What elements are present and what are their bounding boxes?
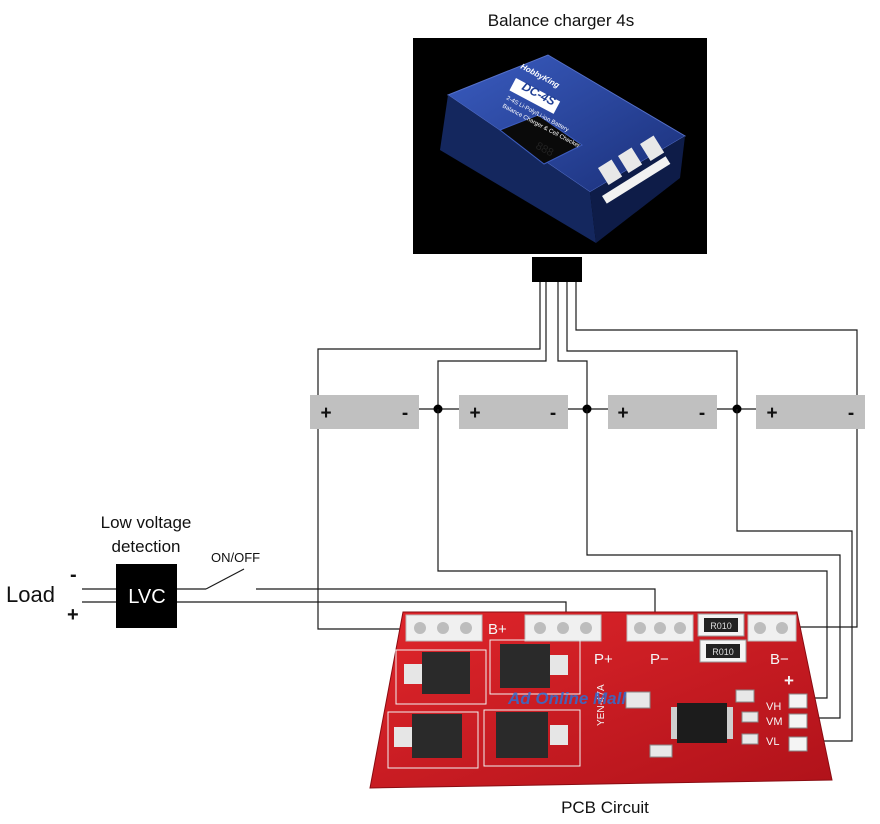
terminal-block-pminus [626, 614, 694, 642]
cell-plus: + [766, 403, 777, 424]
pcb-label-pminus: P− [650, 651, 669, 668]
pcb-wires [317, 409, 858, 742]
protection-ic [671, 703, 733, 743]
load-minus-sign: - [70, 564, 77, 586]
charger-title: Balance charger 4s [488, 11, 634, 30]
lvc-box [116, 564, 177, 628]
shunt-resistor: R010 [697, 613, 745, 637]
battery-cell: + - [608, 395, 717, 429]
lvd-label-line2: detection [112, 537, 181, 556]
shunt-resistor: R010 [699, 639, 747, 663]
pcb-caption: PCB Circuit [561, 798, 649, 817]
lvc-label: LVC [128, 586, 165, 608]
cell-plus: + [469, 403, 480, 424]
cell-minus: - [699, 403, 705, 424]
pcb-label-vl: VL [766, 736, 779, 748]
charger-photo: 888 HobbyKing DC-4S 2-4S Li-Poly/Li-ion … [413, 38, 707, 254]
pcb-board-id: YEN-47A [596, 684, 607, 726]
cell-minus: - [848, 403, 854, 424]
terminal-block-bminus [747, 614, 797, 642]
cell-minus: - [550, 403, 556, 424]
pcb-label-bplus: B+ [488, 621, 507, 638]
pad-vh [788, 693, 808, 709]
pad-vl [788, 736, 808, 752]
resistor-label: R010 [712, 647, 734, 657]
pcb-label-pplus: P+ [594, 651, 613, 668]
mosfet [395, 649, 487, 705]
pad-vm [788, 713, 808, 729]
pcb-label-plus: + [784, 671, 794, 690]
cell-plus: + [617, 403, 628, 424]
terminal-block-bplus [405, 614, 483, 642]
pcb-board: R010 R010 B+ P+ P− B− + VH VM VL YEN-47A [369, 611, 833, 789]
resistor-label: R010 [710, 621, 732, 631]
battery-cell: + - [459, 395, 568, 429]
balance-connector [532, 257, 582, 282]
load-label: Load [6, 582, 55, 607]
load-plus-sign: + [67, 604, 79, 626]
pcb-label-vh: VH [766, 701, 781, 713]
pcb-label-vm: VM [766, 716, 783, 728]
mosfet [387, 711, 479, 769]
lvd-label-line1: Low voltage [101, 513, 192, 532]
battery-cell: + - [756, 395, 865, 429]
pcb-watermark: Ad Online Mall [507, 689, 627, 708]
balance-wires [317, 282, 858, 409]
cell-minus: - [402, 403, 408, 424]
battery-cell: + - [310, 395, 419, 429]
pcb-label-bminus: B− [770, 651, 789, 668]
mosfet [489, 639, 581, 695]
battery-pack: + - + - + - + - [310, 395, 865, 429]
switch-label: ON/OFF [211, 550, 260, 565]
cell-plus: + [320, 403, 331, 424]
terminal-block-pplus [524, 614, 602, 642]
mosfet [483, 709, 581, 767]
